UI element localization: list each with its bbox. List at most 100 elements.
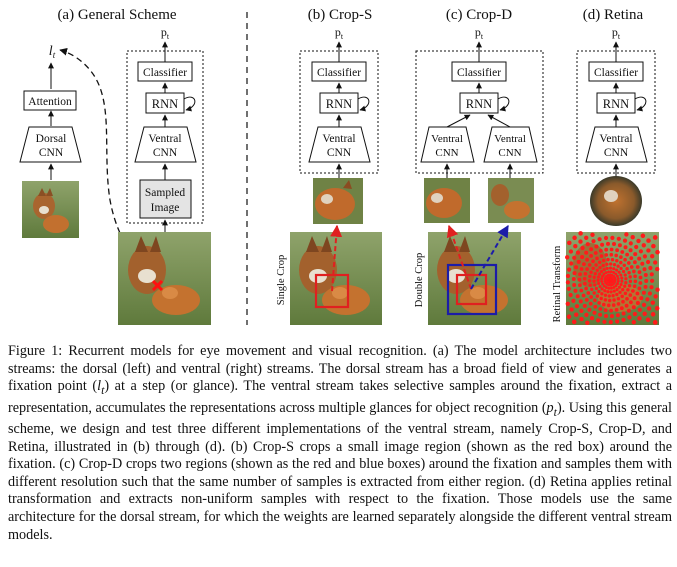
- retina-sample-dot: [648, 265, 653, 271]
- retina-sample-dot: [593, 251, 598, 255]
- panel-b-side-label: Single Crop: [276, 255, 287, 305]
- retina-sample-dot: [598, 272, 602, 276]
- panel-c-right-to-rnn: [487, 114, 511, 128]
- retina-sample-dot: [620, 250, 625, 254]
- retina-sample-dot: [569, 261, 574, 266]
- retina-sample-dot: [610, 235, 615, 240]
- retina-sample-dot: [632, 284, 637, 289]
- retina-sample-dot: [584, 250, 589, 255]
- retina-sample-dot: [601, 263, 605, 268]
- retina-sample-dot: [623, 284, 627, 288]
- retina-sample-dot: [579, 288, 584, 293]
- retina-sample-dot: [588, 283, 592, 287]
- retina-sample-dot: [593, 298, 597, 303]
- retina-sample-dot: [568, 292, 573, 298]
- retina-sample-dot: [584, 235, 589, 240]
- panel-b-pt: pt: [335, 25, 344, 41]
- retina-sample-dot: [602, 272, 606, 276]
- retina-sample-dot: [636, 238, 641, 244]
- retina-sample-dot: [579, 308, 584, 313]
- panel-a-ventral-line1: Ventral: [148, 133, 181, 145]
- panel-b-title: (b) Crop-S: [308, 7, 373, 23]
- retina-sample-dot: [621, 269, 626, 274]
- retina-sample-dot: [612, 271, 616, 274]
- retina-sample-dot: [579, 267, 584, 271]
- retina-sample-dot: [623, 291, 628, 296]
- panel-a-input-image: [118, 232, 211, 325]
- retina-sample-dot: [597, 260, 602, 265]
- retina-sample-dot: [649, 272, 654, 277]
- retina-sample-dot: [578, 272, 582, 277]
- retina-sample-dot: [615, 313, 620, 318]
- retina-sample-dot: [628, 293, 633, 297]
- retina-sample-dot: [637, 256, 642, 261]
- retina-sample-dot: [572, 235, 577, 241]
- panel-a-title: (a) General Scheme: [57, 7, 176, 23]
- retina-sample-dot: [595, 268, 599, 272]
- retina-sample-dot: [633, 274, 637, 279]
- retina-sample-dot: [611, 279, 614, 282]
- panel-d-pt: pt: [612, 25, 621, 41]
- retina-sample-dot: [650, 278, 655, 283]
- retina-sample-dot: [643, 273, 648, 277]
- retina-sample-dot: [599, 296, 603, 301]
- panel-c-ventral-frame: [415, 50, 544, 174]
- retina-sample-dot: [574, 312, 579, 317]
- dorsal-cnn-block: [19, 126, 82, 163]
- retina-sample-dot: [617, 243, 622, 248]
- panel-a-ventral-line2: CNN: [153, 147, 178, 159]
- retina-sample-dot: [592, 279, 596, 283]
- retina-sample-dot: [604, 286, 608, 289]
- retina-sample-dot: [571, 298, 576, 303]
- retina-sample-dot: [612, 242, 616, 246]
- retina-sample-dot: [607, 286, 611, 290]
- retina-sample-dot: [609, 308, 614, 313]
- retina-sample-dot: [646, 306, 652, 311]
- caption-pt: p: [546, 399, 554, 416]
- retina-sample-dot: [577, 277, 582, 282]
- retina-sample-dot: [593, 304, 598, 309]
- retina-sample-dot: [598, 312, 603, 317]
- panel-a-rnn-loop: [183, 96, 196, 112]
- panel-c-ventral-right-line1: Ventral: [494, 133, 526, 145]
- retina-sample-dot: [606, 290, 610, 294]
- retina-sample-dot: [623, 257, 627, 262]
- panel-b-rnn-box: [319, 92, 359, 114]
- retina-sample-dot: [646, 238, 651, 243]
- retina-sample-dot: [600, 287, 604, 291]
- retina-sample-dot: [629, 256, 634, 261]
- caption-pt-sub: t: [553, 404, 557, 419]
- sampled-label-line1: Sampled: [145, 187, 185, 199]
- retina-sample-dot: [609, 290, 613, 294]
- retina-sample-dot: [583, 271, 588, 276]
- retina-sample-dot: [578, 231, 583, 236]
- retina-sample-dot: [635, 301, 640, 305]
- retina-sample-dot: [620, 276, 624, 280]
- retina-sample-dot: [614, 284, 618, 288]
- retina-sample-dot: [572, 271, 577, 276]
- retina-sample-dot: [638, 249, 643, 254]
- retina-sample-dot: [571, 319, 577, 325]
- retina-sample-dot: [612, 285, 616, 289]
- retina-sample-dot: [588, 274, 592, 279]
- retina-sample-dot: [597, 237, 602, 242]
- retina-sample-dot: [605, 266, 609, 270]
- panel-d-rnn-label: RNN: [603, 97, 629, 111]
- retina-sample-dot: [594, 244, 599, 249]
- retina-sample-dot: [626, 261, 631, 265]
- retina-sample-dot: [617, 270, 621, 274]
- retina-sample-dot: [591, 259, 595, 264]
- panel-c-title: (c) Crop-D: [446, 7, 512, 23]
- retina-sample-dot: [603, 298, 608, 302]
- retina-sample-dot: [603, 235, 609, 241]
- retina-sample-dot: [653, 260, 658, 265]
- retina-sample-dot: [627, 315, 632, 320]
- panel-c-ventral-left-line2: CNN: [435, 147, 458, 159]
- panel-b-ventral-cnn-block: [308, 126, 371, 163]
- retina-sample-dot: [601, 258, 606, 263]
- retina-sample-dot: [655, 249, 660, 255]
- retina-sample-dot: [643, 284, 648, 289]
- retina-sample-dot: [628, 248, 633, 253]
- caption-text-2: ) at a step (or glance). The ventral str…: [8, 378, 672, 416]
- retina-sample-dot: [568, 249, 574, 254]
